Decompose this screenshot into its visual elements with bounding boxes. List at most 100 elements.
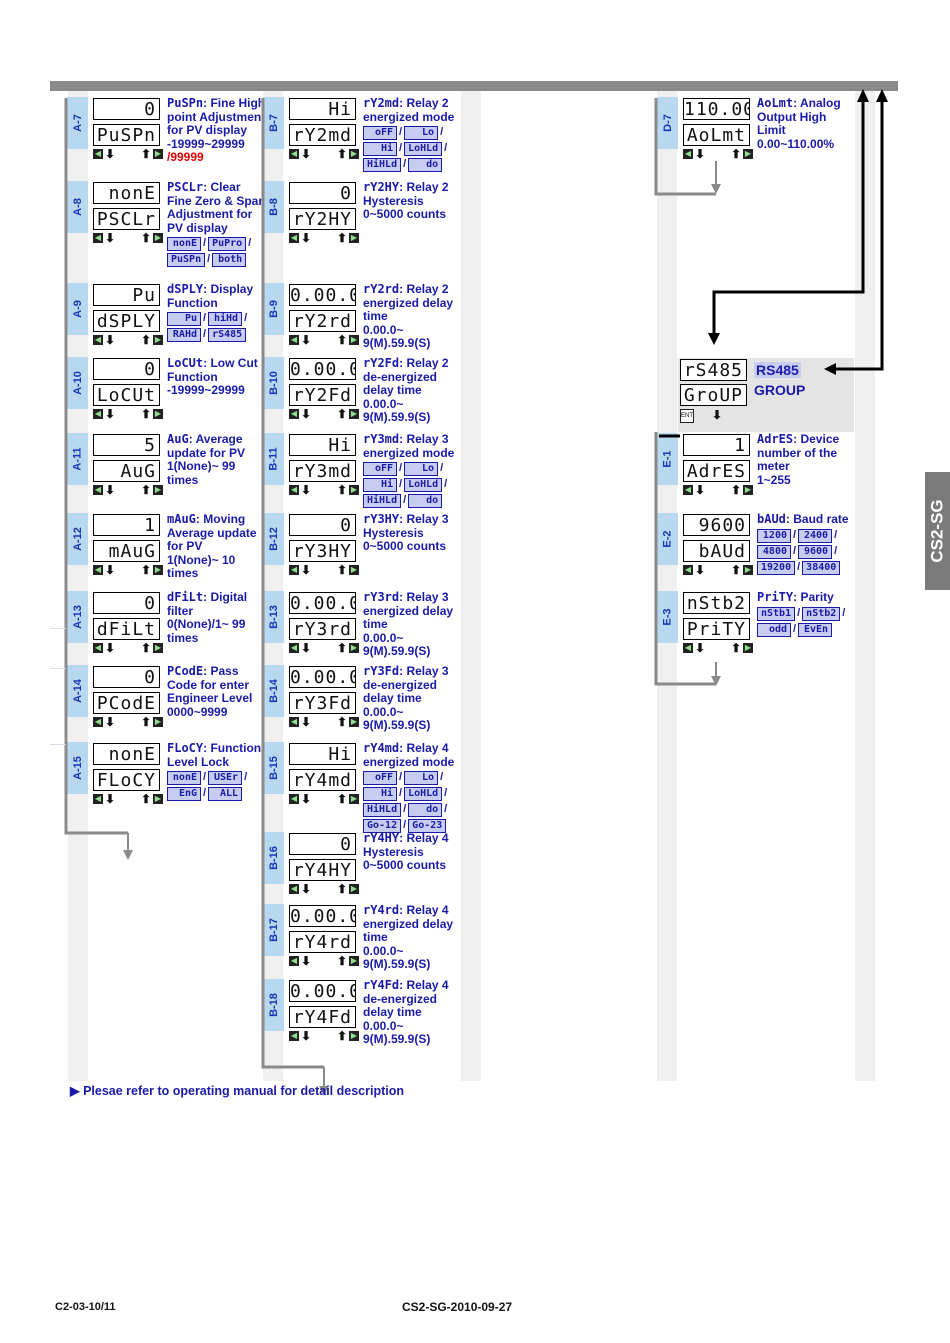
key-row: ◀⬇⬆▶	[289, 882, 359, 898]
rs485-lcd-bottom: GroUP	[680, 384, 747, 406]
parameter-desc-text: Relay 2 Hysteresis	[363, 180, 449, 208]
option-separator: /	[399, 126, 403, 139]
key-row: ◀⬇⬆▶	[289, 715, 359, 731]
option-separator: /	[797, 606, 801, 619]
option-chip: Lo	[404, 462, 439, 477]
down-arrow-icon: ⬇	[301, 147, 312, 161]
parameter-code: A-12	[67, 513, 88, 565]
parameter-desc-text: Fine High point Adjustment for PV displa…	[167, 96, 266, 138]
parameter-range: 0000~9999	[167, 704, 228, 719]
parameter-name: rY2rd	[363, 282, 400, 296]
option-chip: do	[408, 494, 443, 509]
key-row: ◀⬇⬆▶	[289, 483, 359, 499]
down-arrow-icon: ⬇	[695, 483, 706, 497]
option-chip: nonE	[167, 237, 201, 252]
option-chip: HiHLd	[363, 158, 402, 173]
lcd-value-display: nonE	[93, 182, 160, 204]
key-row: ◀⬇⬆▶	[683, 563, 753, 579]
down-arrow-icon: ⬇	[301, 563, 312, 577]
option-chip: HiHLd	[363, 494, 402, 509]
footer-document-id: CS2-SG-2010-09-27	[402, 1300, 513, 1314]
parameter-name: AuG	[167, 432, 189, 446]
key-icon: ▶	[153, 409, 163, 419]
lcd-parameter-display: rY2md	[289, 124, 356, 146]
down-arrow-icon: ⬇	[105, 641, 116, 655]
key-icon: ◀	[683, 565, 693, 575]
key-icon: ▶	[349, 335, 359, 345]
option-separator: /	[248, 237, 252, 250]
key-icon: ◀	[289, 794, 299, 804]
up-arrow-icon: ⬆	[336, 954, 347, 968]
option-list: nStb1/nStb2/odd/EvEn	[757, 606, 857, 638]
parameter-name: FLoCY	[167, 741, 204, 755]
option-separator: /	[244, 312, 248, 325]
option-separator: /	[440, 126, 444, 139]
key-icon: ◀	[289, 335, 299, 345]
lcd-parameter-display: LoCUt	[93, 384, 160, 406]
parameter-desc-text: Pass Code for enter Engineer Level	[167, 664, 253, 706]
key-icon: ▶	[349, 233, 359, 243]
parameter-code: B-16	[263, 832, 284, 884]
key-row: ◀⬇⬆▶	[289, 954, 359, 970]
parameter-name: rY4md	[363, 741, 400, 755]
up-arrow-icon: ⬆	[140, 231, 151, 245]
colon: :	[399, 356, 407, 370]
lcd-parameter-display: AuG	[93, 460, 160, 482]
enter-key-icon: ENT	[680, 409, 694, 423]
key-icon: ▶	[153, 565, 163, 575]
option-separator: /	[399, 787, 403, 800]
option-list: nonE/USEr/EnG/ALL	[167, 770, 267, 802]
parameter-desc-text: Function Level Lock	[167, 741, 262, 769]
option-chip: oFF	[363, 462, 397, 477]
option-separator: /	[403, 803, 407, 816]
parameter-name: AdrES	[757, 432, 794, 446]
parameter-description: PCodE: Pass Code for enter Engineer Leve…	[167, 664, 267, 719]
lcd-value-display: Hi	[289, 98, 356, 120]
lcd-value-display: nonE	[93, 743, 160, 765]
option-separator: /	[207, 253, 211, 266]
up-arrow-icon: ⬆	[140, 147, 151, 161]
option-chip: do	[408, 158, 443, 173]
key-icon: ◀	[93, 794, 103, 804]
lcd-value-display: 9600	[683, 514, 750, 536]
parameter-description: PSCLr: Clear Fine Zero & Span Adjustment…	[167, 180, 267, 268]
colon: :	[203, 282, 211, 296]
down-arrow-icon: ⬇	[105, 563, 116, 577]
lcd-value-display: 0	[93, 592, 160, 614]
option-chip: do	[408, 803, 443, 818]
colon: :	[203, 96, 211, 110]
rs485-label: RS485	[754, 362, 801, 378]
down-arrow-icon: ⬇	[105, 333, 116, 347]
key-icon: ▶	[349, 794, 359, 804]
colon: :	[399, 903, 407, 917]
key-row: ◀⬇⬆▶	[289, 563, 359, 579]
key-icon: ◀	[289, 565, 299, 575]
key-icon: ▶	[743, 485, 753, 495]
up-arrow-icon: ⬆	[336, 147, 347, 161]
parameter-desc-text: Device number of the meter	[757, 432, 840, 474]
side-tab-label: CS2-SG	[927, 499, 947, 563]
key-icon: ▶	[349, 409, 359, 419]
option-separator: /	[203, 237, 207, 250]
key-row: ◀⬇⬆▶	[93, 563, 163, 579]
option-chip: 2400	[798, 528, 833, 543]
key-row: ◀⬇⬆▶	[289, 407, 359, 423]
option-chip: 19200	[757, 560, 796, 575]
option-list: oFF/Lo/Hi/LoHLd/HiHLd/do	[363, 461, 463, 509]
lcd-parameter-display: rY4HY	[289, 859, 356, 881]
parameter-range: 1~255	[757, 472, 791, 487]
option-chip: Hi	[363, 787, 397, 802]
down-arrow-icon: ⬇	[105, 407, 116, 421]
lcd-value-display: 0.00.0	[289, 666, 356, 688]
key-icon: ◀	[93, 485, 103, 495]
key-icon: ▶	[349, 565, 359, 575]
colon: :	[793, 590, 801, 604]
